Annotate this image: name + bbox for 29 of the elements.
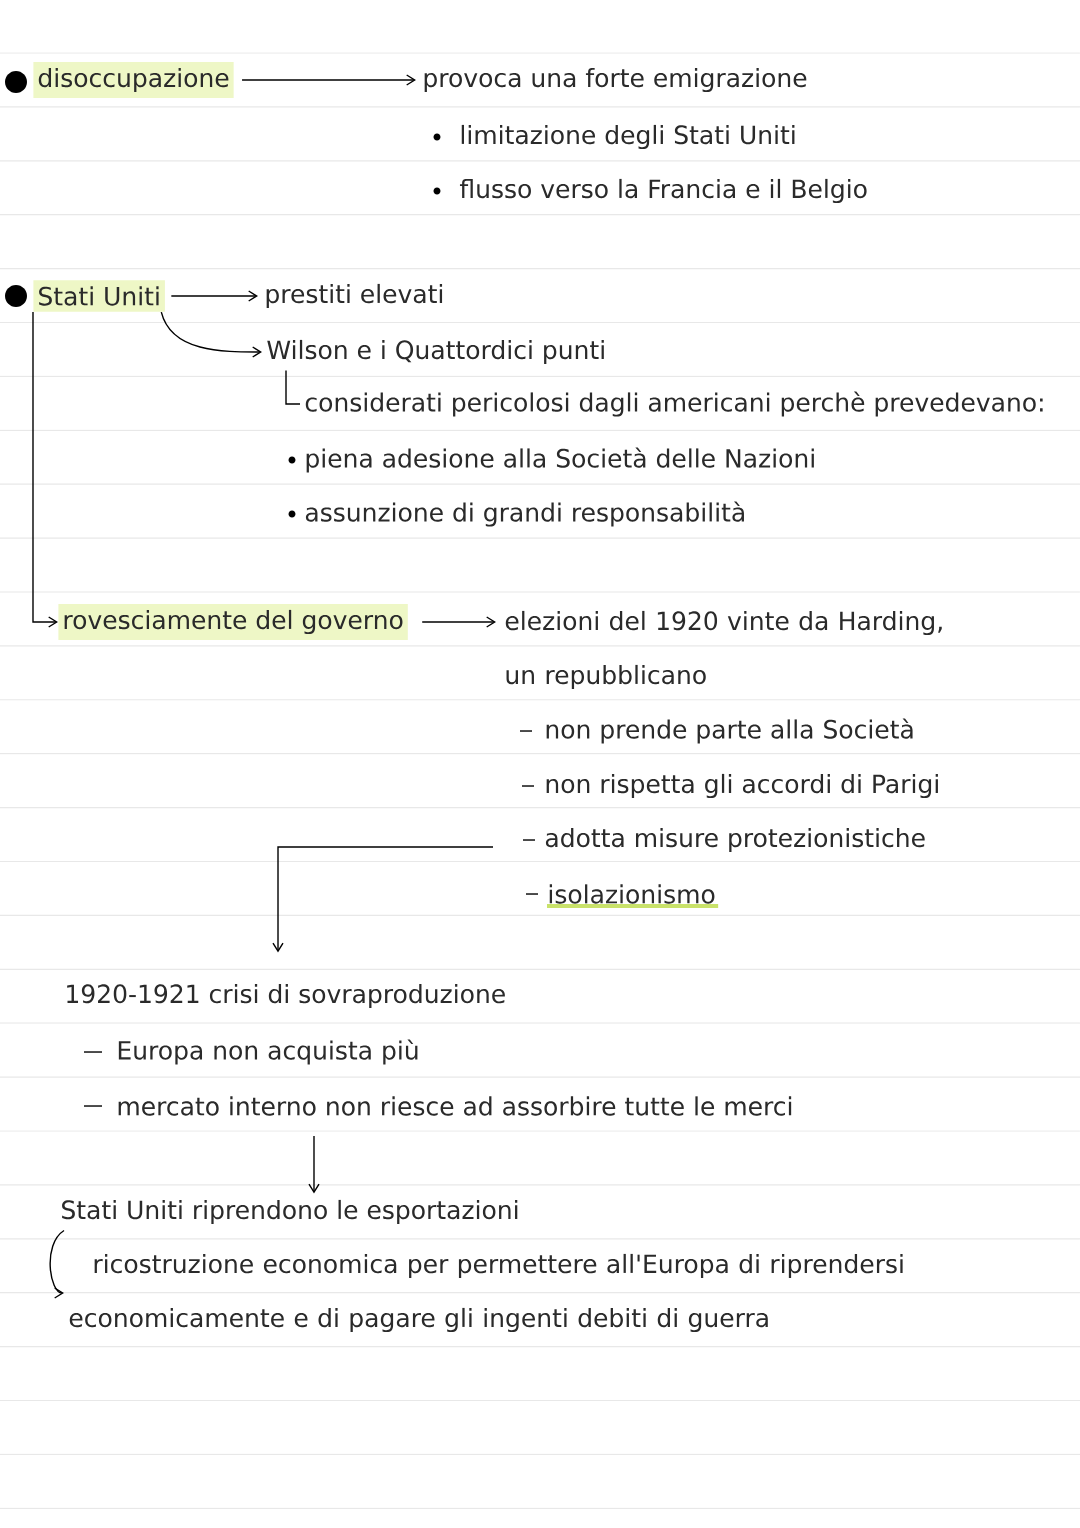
list-item: mercato interno non riesce ad assorbire tutte le merci	[118, 1096, 792, 1116]
arrow	[308, 1135, 320, 1194]
arrow	[32, 311, 58, 628]
arrow	[170, 290, 258, 302]
arrow	[272, 846, 494, 953]
note-text: prestiti elevati	[266, 283, 443, 309]
list-item: limitazione degli Stati Uniti	[461, 124, 795, 150]
list-item: assunzione di grandi responsabilità	[305, 501, 744, 527]
list-item: non rispetta gli accordi di Parigi	[546, 773, 938, 799]
keyword-highlight: disoccupazione	[33, 61, 234, 99]
list-item: Europa non acquista più	[118, 1039, 418, 1065]
note-text: considerati pericolosi dagli americani perchè prevedevano:	[305, 391, 1043, 417]
list-item: non prende parte alla Società	[546, 718, 913, 744]
arrow	[241, 74, 416, 86]
note-text: Stati Uniti riprendono le esportazioni	[62, 1199, 518, 1225]
note-text: provoca una forte emigrazione	[424, 67, 807, 93]
arrow	[421, 616, 496, 628]
note-text: 1920-1921 crisi di sovraproduzione	[67, 983, 505, 1009]
list-item: piena adesione alla Società delle Nazioni	[306, 447, 814, 473]
arrow	[160, 311, 262, 358]
keyword-highlight: Stati Uniti	[33, 280, 165, 312]
arrow	[285, 369, 301, 405]
list-item: isolazionismo	[547, 884, 719, 909]
note-text: Wilson e i Quattordici punti	[267, 339, 604, 365]
arrow	[49, 1229, 65, 1299]
list-item: flusso verso la Francia e il Belgio	[459, 178, 867, 204]
keyword-highlight: rovesciamente del governo	[58, 603, 408, 641]
note-text: ricostruzione economica per permettere all'Europa di riprendersi economicamente e di pagare gli ingenti debiti di guerra	[69, 1253, 903, 1333]
list-item: adotta misure protezionistiche	[545, 827, 925, 853]
